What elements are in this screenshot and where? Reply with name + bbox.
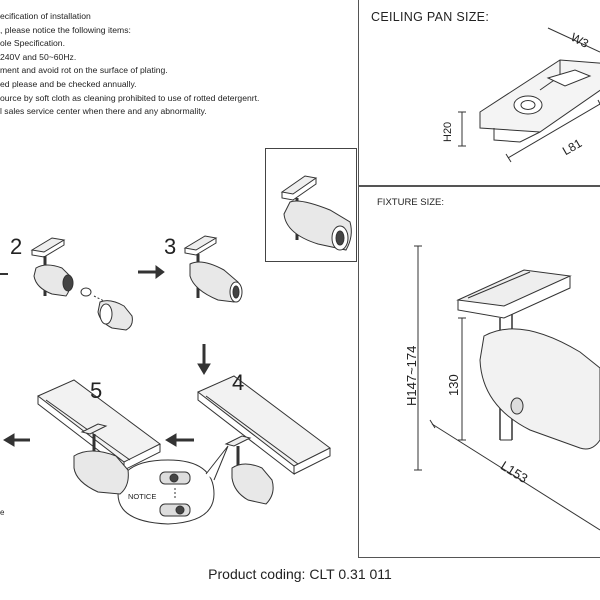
step-2-number: 2 — [10, 234, 23, 259]
spec-line: l sales service center when there and an… — [0, 106, 207, 117]
fixture-size-drawing — [414, 245, 600, 531]
spec-line: ource by soft cloth as cleaning prohibit… — [0, 92, 260, 103]
notice-label: NOTICE — [128, 492, 157, 501]
ceiling-height-label: H20 — [442, 121, 454, 142]
product-coding: Product coding: CLT 0.31 011 — [208, 566, 392, 582]
step-3-number: 3 — [164, 234, 177, 259]
fixture-height-label: 130 — [446, 374, 461, 396]
fixture-size-title: FIXTURE SIZE: — [377, 197, 445, 208]
thumbnail-fixture — [280, 175, 352, 251]
spec-line: 240V and 50~60Hz. — [0, 51, 77, 62]
notice-bubble — [117, 445, 229, 525]
spec-line: ment and avoid rot on the surface of pla… — [0, 65, 168, 76]
step2-drawing — [0, 237, 133, 331]
step-4-number: 4 — [232, 370, 245, 395]
spec-line: , please notice the following items: — [0, 24, 131, 35]
step-5-number: 5 — [90, 378, 103, 403]
cut-off-text: e — [0, 508, 5, 517]
step5-drawing — [3, 379, 161, 495]
step3-drawing — [138, 235, 243, 303]
fixture-height-range-label: H147~174 — [404, 345, 419, 406]
ceiling-pan-drawing — [458, 27, 600, 163]
installation-spec-text: ecification of installation , please not… — [0, 10, 350, 119]
ceiling-pan-title: CEILING PAN SIZE: — [371, 10, 490, 24]
spec-line: ole Specification. — [0, 38, 65, 49]
spec-line: ed please and be checked annually. — [0, 78, 137, 89]
spec-line: ecification of installation — [0, 11, 91, 21]
step4-drawing — [165, 375, 331, 505]
